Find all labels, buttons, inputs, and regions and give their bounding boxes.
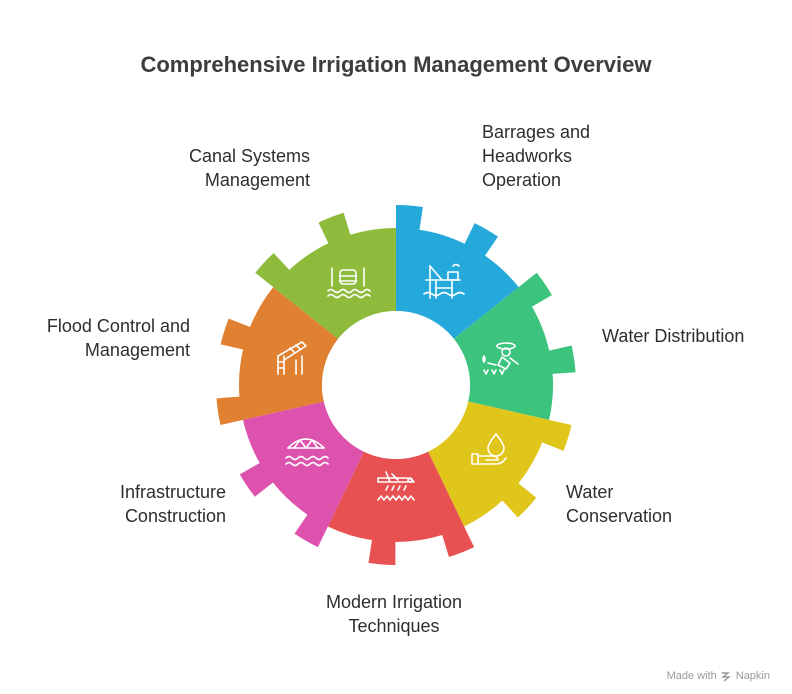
label-water-distribution: Water Distribution [602,326,745,346]
label-water-conservation: Water Conservation [566,482,673,526]
label-flood-control: Flood Control and Management [46,316,190,360]
water-drop-hand-icon [471,433,507,465]
label-infrastructure: Infrastructure Construction [119,482,226,526]
canal-gate-icon [327,267,371,299]
made-with-text: Made with [666,670,717,682]
crop-duster-plane-icon [377,471,415,501]
label-canal-systems: Canal Systems Management [188,146,310,190]
farmer-watering-icon [482,342,519,375]
gear-segment-modern [239,401,364,548]
gear-segment-flood [255,212,396,339]
label-modern-irrigation: Modern Irrigation Techniques [325,592,463,636]
diagram-title: Comprehensive Irrigation Management Over… [140,52,652,77]
offshore-platform-icon [423,263,465,299]
bridge-icon [285,438,329,467]
label-barrages-headworks: Barrages and Headworks Operation [482,122,591,190]
brand-text: Napkin [735,670,770,682]
gear-center-hole [322,311,470,459]
water-slide-icon [277,341,307,375]
footer-credit: Made with Napkin [667,670,770,682]
napkin-logo-icon [720,671,731,682]
gear-segment-conservation [327,451,475,565]
